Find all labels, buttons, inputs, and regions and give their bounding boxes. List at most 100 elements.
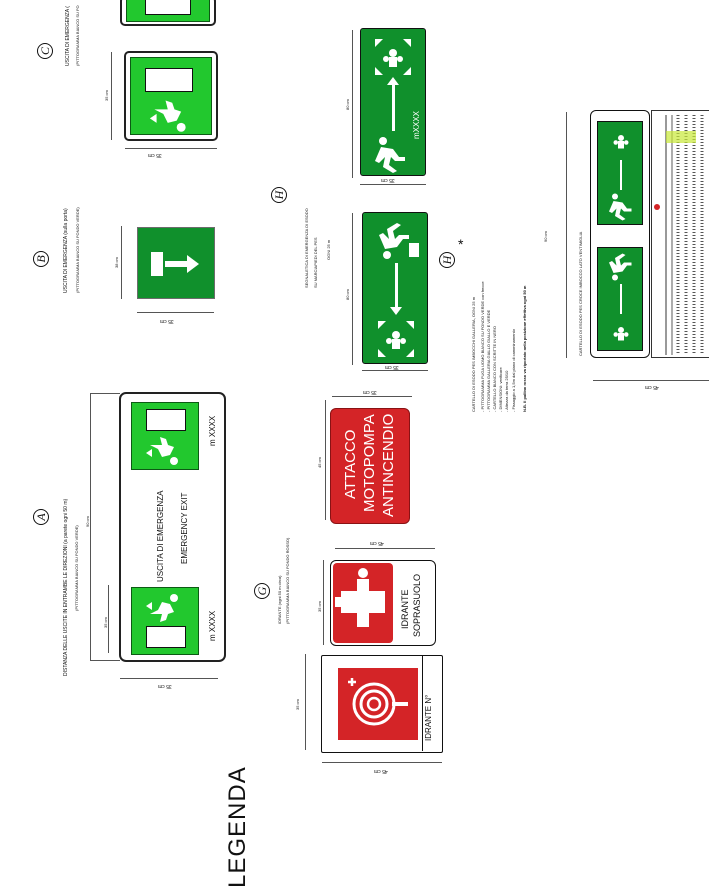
sign-c-board-partial — [120, 0, 216, 26]
dim-line — [305, 654, 306, 750]
above-ground-panel — [333, 563, 393, 643]
dim-line — [90, 393, 91, 661]
dim-line — [323, 560, 324, 645]
pes-caption: CARTELLO DI ESODO PES CROCE IMBOCCO LATO… — [578, 231, 583, 356]
running-man-icon — [146, 437, 178, 465]
exit-door-icon — [409, 243, 419, 257]
sign-c-panel-partial — [126, 0, 210, 22]
dim-line — [322, 762, 442, 763]
sign-c-dim-height: 35 cm — [104, 90, 109, 101]
sign-a-caption: DISTANZA DELLE USCITE IN ENTRAMBE LE DIR… — [63, 498, 69, 676]
dim-line — [332, 396, 412, 397]
dim-line — [352, 30, 353, 178]
dim-line — [125, 148, 217, 149]
assembly-point-icon — [613, 327, 629, 341]
sign-a-text-en: EMERGENCY EXIT — [180, 492, 189, 564]
legend-title: LEGENDA — [224, 766, 251, 888]
dim-line — [325, 400, 326, 520]
sign-h-star-bullet-6: - Fissaggio a 1,5m dal piano di camminam… — [511, 329, 516, 412]
dim-line — [593, 380, 709, 381]
dim-line — [90, 660, 120, 661]
sign-a-board: USCITA DI EMERGENZA EMERGENCY EXIT m XXX… — [119, 392, 226, 662]
marker-g: G — [254, 583, 270, 599]
sign-h-star-bullet-2: - PITTOGRAMMA GALLERIA GIALLO GIALLO E V… — [486, 309, 491, 412]
exit-box — [145, 68, 193, 92]
pes-sign-board — [590, 110, 650, 358]
dim-line — [111, 52, 112, 140]
sign-a-distance-left: m XXXX — [208, 610, 217, 641]
dim-line — [90, 393, 120, 394]
sign-a-text-it: USCITA DI EMERGENZA — [156, 490, 165, 582]
sign-a-left-panel — [131, 587, 199, 655]
arrow-head-icon — [390, 307, 402, 315]
direction-arrow — [392, 83, 395, 131]
exit-box — [146, 626, 186, 648]
marker-h: H — [271, 187, 287, 203]
sign-h-star-nb: N.B. Il pallino rosso va riportato nella… — [522, 285, 527, 412]
sign-a-dim-depth: 35 cm — [158, 683, 172, 689]
sign-b-dim-width: 35 cm — [160, 318, 174, 324]
sign-h-dim-height-2: 80 cm — [345, 289, 350, 300]
pes-dim-height: 45 cm — [645, 384, 659, 390]
sign-c-caption: USCITA DI EMERGENZA ( — [65, 6, 71, 66]
pump-dim-width: 35 cm — [363, 389, 377, 395]
assembly-point-icon — [378, 321, 414, 357]
dim-line — [566, 112, 567, 358]
dim-line — [108, 585, 109, 653]
sign-a-distance-right: m XXXX — [208, 415, 217, 446]
marker-b: B — [33, 251, 49, 267]
pes-panel-top — [597, 121, 643, 225]
marker-a: A — [33, 509, 49, 525]
dim-line — [121, 226, 122, 299]
exit-box — [145, 0, 191, 15]
sign-c-board — [124, 51, 218, 141]
exit-box — [146, 409, 186, 431]
sign-b-caption: USCITA DI EMERGENZA (sulla porta) — [63, 208, 69, 293]
running-man-icon — [149, 100, 186, 132]
hydrant-dim-height: 35 cm — [295, 699, 300, 710]
pump-connection-sign: ATTACCO MOTOPOMPA ANTINCENDIO — [330, 408, 410, 524]
hydrant-plate-label: IDRANTE N° — [424, 694, 433, 741]
dim-line — [120, 678, 218, 679]
direction-arrow — [395, 263, 398, 309]
running-man-icon — [609, 253, 632, 281]
sign-h-star-bullet-3: - CARTELLO BIANCO CON SCRITTE IN NERO — [492, 326, 497, 412]
pump-label-2: MOTOPOMPA — [361, 414, 378, 512]
assembly-point-icon — [375, 39, 411, 75]
dim-line — [137, 312, 214, 313]
sign-b-panel — [137, 227, 215, 299]
above-ground-dim-width: 45 cm — [370, 540, 384, 546]
sign-h-star-bullet-4: - DIMENSIONI: verificare — [498, 367, 503, 412]
direction-arrow — [620, 284, 622, 314]
above-ground-label-2: SOPRASUOLO — [412, 573, 422, 637]
assembly-point-icon — [613, 135, 629, 149]
sign-h-star-bullet-1: - PITTOGRAMMA FUGA UOMO BIANCO SU FONDO … — [480, 281, 485, 412]
hydrant-dim-width: 45 cm — [374, 768, 388, 774]
above-ground-hydrant-sign: IDRANTE SOPRASUOLO — [330, 560, 436, 646]
sign-c-panel — [130, 57, 212, 135]
above-ground-label-1: IDRANTE — [400, 589, 410, 629]
sign-h-line2: SU MARCIAPIEDI DEL PES — [313, 237, 318, 288]
running-man-icon — [379, 223, 409, 259]
tunnel-schematic — [651, 110, 709, 358]
sign-h-star-bullet-5: - Altezza da terra 25/10 — [504, 370, 509, 412]
sign-h-panel-1: mXXXX — [360, 28, 426, 176]
sign-h-star-caption: CARTELLO DI ESODO PES IMBOCCHI GALLERIA,… — [471, 296, 476, 412]
sign-g-note: (PITTOGRAMMA BIANCO SU FONDO ROSSO) — [285, 537, 290, 624]
dim-line — [360, 184, 426, 185]
exit-arrow-icon — [151, 252, 199, 276]
pump-label-3: ANTINCENDIO — [380, 413, 397, 517]
sign-g-caption: IDRANTE (ogni 50 m circa) — [277, 575, 282, 624]
pes-dim-width: 90 cm — [543, 231, 548, 242]
marker-c: C — [37, 43, 53, 59]
above-ground-dim-height: 35 cm — [317, 601, 322, 612]
sign-h-line3: OGNI 25 m — [326, 239, 331, 260]
hydrant-sign: IDRANTE N° — [321, 655, 443, 753]
marker-h-star: H — [439, 252, 455, 268]
hydrant-icon — [335, 568, 385, 627]
track-schematic-icon — [654, 115, 704, 355]
running-man-icon — [146, 594, 178, 622]
marker-h-star-asterisk: * — [458, 236, 464, 252]
sign-a-note: (PITTOGRAMMA BIANCO SU FONDO VERDE) — [74, 525, 79, 611]
sign-c-note: (PITTOGRAMMA BIANCO SU FO — [75, 5, 80, 66]
